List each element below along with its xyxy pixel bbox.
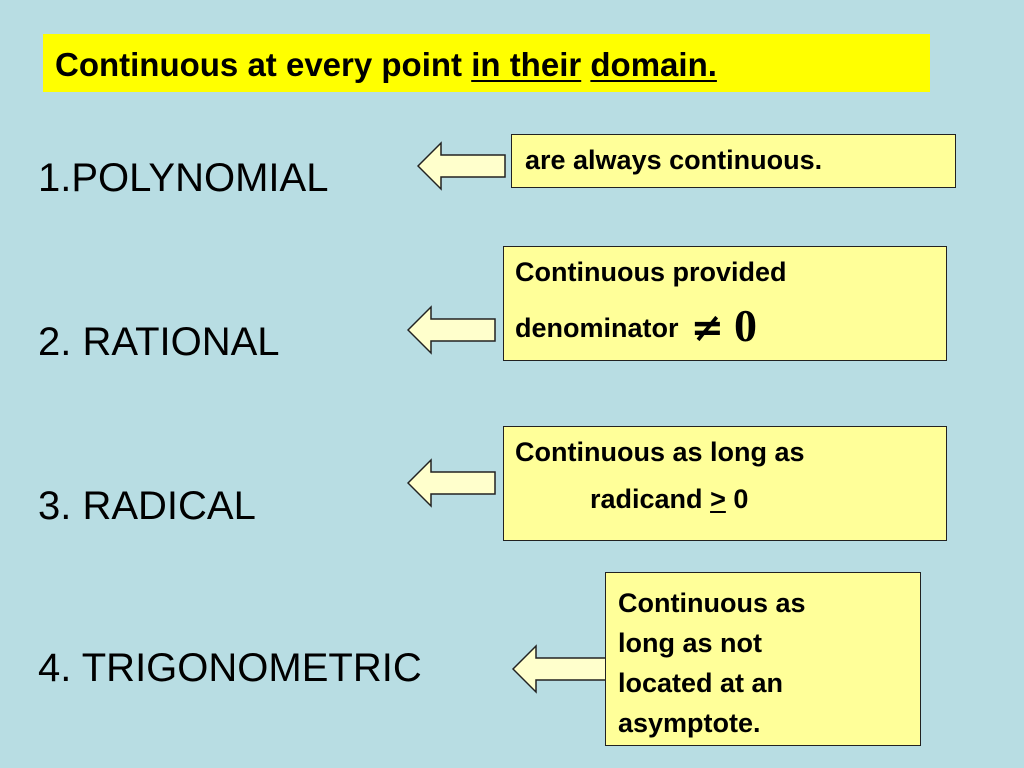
note-trig-line4: asymptote. [618, 708, 761, 738]
item-polynomial: 1.POLYNOMIAL [38, 156, 329, 200]
note-radical-line1: Continuous as long as [515, 437, 805, 467]
note-polynomial-text: are always continuous. [525, 145, 823, 175]
title-banner: Continuous at every point in their domai… [43, 34, 930, 92]
not-equal-symbol: ≠ [690, 304, 725, 352]
title-text-in-their: in their [471, 46, 582, 83]
note-radical-value: 0 [733, 484, 749, 515]
note-trigonometric: Continuous as long as not located at an … [605, 572, 921, 746]
note-rational: Continuous provided denominator ≠0 [503, 246, 947, 361]
left-arrow-icon [512, 644, 607, 694]
note-rational-line2-row: denominator ≠0 [515, 300, 946, 353]
note-radical-line2: radicand [590, 484, 703, 515]
note-trig-line2: long as not [618, 628, 762, 658]
note-radical-line2-row: radicand > 0 [515, 484, 946, 515]
left-arrow-icon [407, 305, 496, 355]
note-polynomial: are always continuous. [511, 134, 956, 188]
note-radical: Continuous as long as radicand > 0 [503, 426, 947, 541]
zero-value: 0 [734, 300, 758, 352]
item-trigonometric: 4. TRIGONOMETRIC [38, 646, 422, 690]
title-text-part1: Continuous at every point [55, 46, 472, 83]
note-trig-line1: Continuous as [618, 588, 806, 618]
title-text-space [581, 46, 590, 83]
greater-equal-symbol: > [710, 484, 726, 515]
left-arrow-icon [407, 458, 496, 508]
title-text-domain: domain. [590, 46, 717, 83]
note-rational-line2: denominator [515, 313, 679, 344]
left-arrow-icon [417, 141, 506, 191]
item-rational: 2. RATIONAL [38, 320, 280, 364]
note-trig-line3: located at an [618, 668, 784, 698]
item-radical: 3. RADICAL [38, 484, 256, 528]
note-rational-line1: Continuous provided [515, 257, 787, 287]
